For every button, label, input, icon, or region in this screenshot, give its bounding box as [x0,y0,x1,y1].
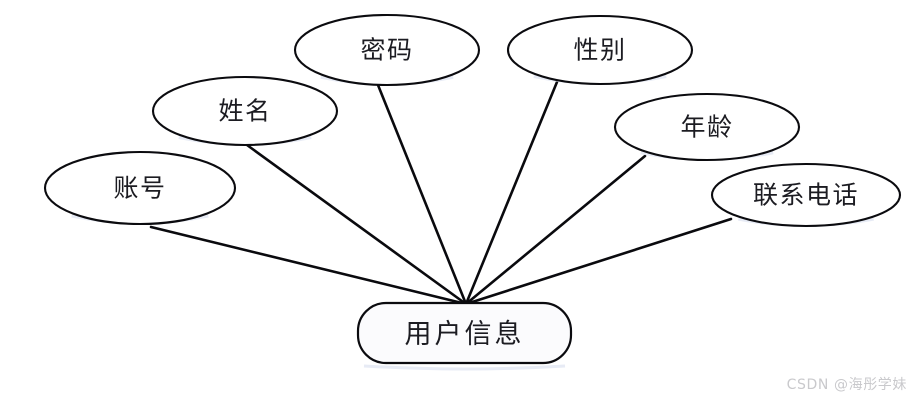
attribute-account-shape[interactable] [43,150,237,226]
attribute-gender-label: 性别 [573,37,626,65]
attribute-age-label: 年龄 [680,114,733,142]
attribute-phone-shape[interactable] [710,162,902,228]
connector-password [376,83,468,306]
attribute-name-shape[interactable] [151,75,339,147]
attribute-password-shape[interactable] [293,13,481,87]
entity-node-group[interactable]: 用户信息 [356,301,573,371]
connector-name [245,143,468,306]
connector-phone [464,217,733,306]
attribute-account-label: 账号 [113,176,166,203]
entity-user-info-label: 用户信息 [405,319,525,349]
attribute-phone-label: 联系电话 [753,182,859,210]
entity-shadow [363,364,566,371]
connector-age [464,154,647,306]
attribute-age-shape[interactable] [613,92,801,162]
attribute-gender-shape[interactable] [506,14,694,86]
connector-gender [464,80,559,306]
attribute-name-label: 姓名 [218,98,271,126]
entity-user-info-shape[interactable] [356,301,573,365]
csdn-watermark: CSDN @海彤学妹 [786,377,907,393]
connector-account [149,225,468,306]
attribute-password-label: 密码 [360,37,413,65]
connector-lines-group [149,80,733,306]
